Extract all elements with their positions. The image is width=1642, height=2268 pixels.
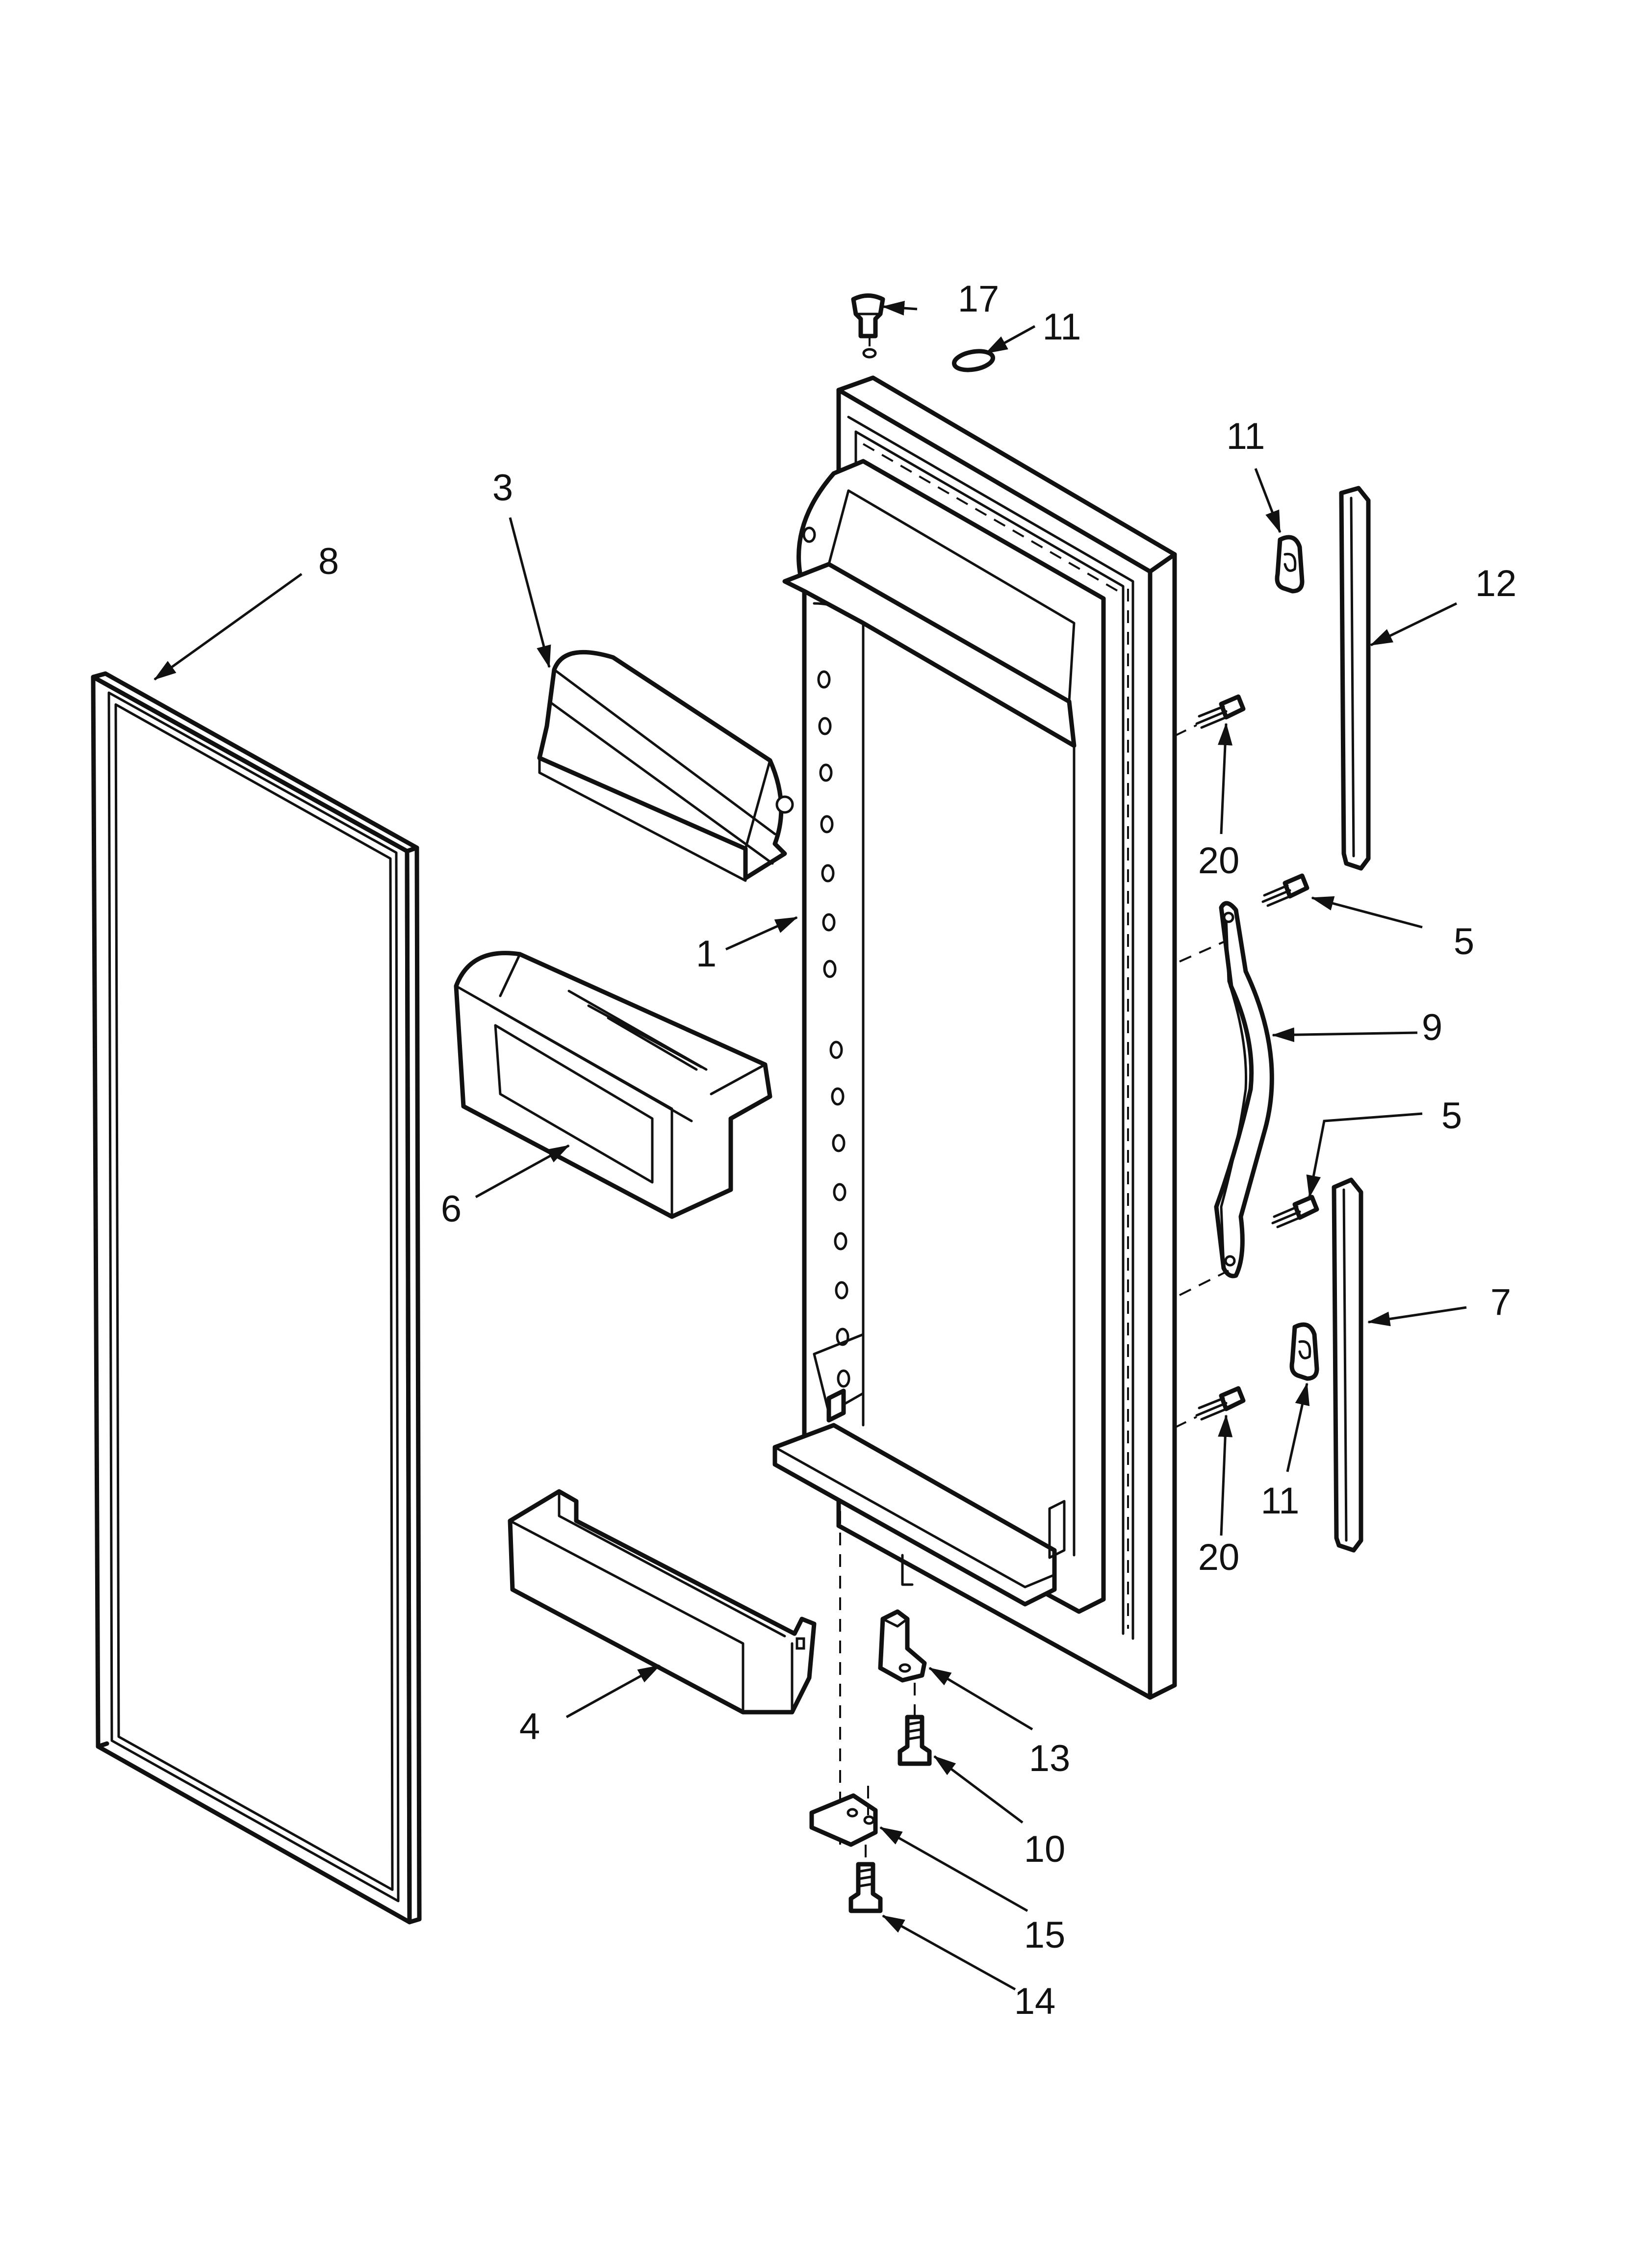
lower-trim-part [1332,1177,1363,1553]
top-plug-part [851,293,885,339]
liner-shelf-holes [802,526,850,1388]
leader-9 [1272,1027,1418,1043]
leader-11-lower [1286,1382,1310,1472]
leader-1 [725,916,798,951]
leader-5-lower [1306,1112,1423,1198]
callout-5-lower: 5 [1441,1095,1462,1137]
leader-20-upper [1218,723,1233,834]
callout-20-lower: 20 [1198,1537,1240,1578]
leader-5-upper [1311,896,1423,929]
callout-10: 10 [1024,1828,1066,1870]
hinge-pin-screw-part [848,1845,883,1913]
leader-12 [985,325,1036,355]
callout-20-upper: 20 [1198,840,1240,882]
callout-labels: 8 3 1 6 4 17 11 11 12 20 5 9 5 7 11 20 1… [318,278,1516,2022]
callout-8: 8 [318,541,339,582]
leader-10 [933,1755,1024,1824]
trim-clip-lower [1289,1322,1319,1381]
leader-16 [879,1826,1028,1912]
hinge-bracket-line [901,1554,914,1586]
leader-15 [882,1914,1016,1991]
hinge-bracket-part [878,1609,927,1683]
upper-bin-part [537,650,794,882]
callout-14: 13 [1029,1738,1071,1779]
callout-17: 17 [958,278,1000,320]
upper-trim-part [1339,486,1371,871]
callout-11-lower: 11 [1261,1480,1300,1522]
lower-bin-part [454,951,772,1219]
leader-7 [1367,1306,1467,1327]
leader-11-upper [1254,468,1282,533]
leader-17 [882,301,918,316]
callout-12: 11 [1043,306,1081,348]
bushing-part [951,349,996,372]
callout-9: 9 [1422,1007,1442,1048]
door-track-marks [863,443,1129,1629]
hinge-screw-part [898,1683,932,1766]
leader-4 [565,1664,661,1719]
callout-13: 12 [1475,563,1517,604]
callout-1: 1 [696,933,717,975]
leader-lines [154,301,1467,1991]
hinge-pin-part [809,1786,878,1847]
bottom-bin-part [508,1489,817,1715]
leader-8 [154,573,303,681]
trim-clip-upper [1275,535,1305,594]
callout-5-upper: 5 [1454,921,1474,963]
callout-3: 3 [492,467,513,509]
leader-6 [475,1144,570,1199]
leader-3 [509,517,551,668]
callout-4: 4 [519,1706,540,1747]
screw-5-lower [1271,1195,1319,1228]
leader-13 [1370,602,1458,647]
callout-11-upper: 11 [1227,416,1265,457]
screw-5-upper [1261,873,1309,907]
callout-16: 15 [1024,1914,1066,1956]
door-gasket-part [91,671,422,1925]
door-handle-part [1179,901,1274,1296]
callout-7: 7 [1490,1281,1511,1323]
leader-14 [928,1667,1033,1731]
screw-20-lower [1174,1386,1246,1429]
leader-20-lower [1218,1414,1233,1536]
screw-20-upper [1174,694,1246,737]
callout-6: 6 [441,1188,462,1230]
callout-15: 14 [1014,1981,1056,2022]
door-assembly-part [772,334,1177,1700]
